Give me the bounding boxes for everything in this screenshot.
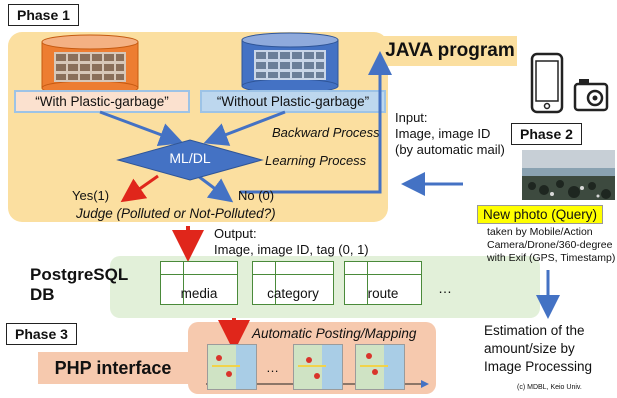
db-table-route-label: route xyxy=(367,285,399,301)
database-cylinder-icon xyxy=(241,32,339,94)
copyright-text: (c) MDBL, Keio Univ. xyxy=(517,384,582,391)
estimation-line3: Image Processing xyxy=(484,359,593,374)
without-to-ml-arrow xyxy=(203,110,286,146)
smartphone-icon xyxy=(530,52,564,114)
input-line1: Input: xyxy=(395,110,428,125)
action-camera-icon xyxy=(573,79,609,112)
yes-label: Yes(1) xyxy=(72,188,110,203)
map-thumbnail xyxy=(293,344,343,390)
input-line2: Image, image ID xyxy=(395,126,491,141)
with-to-ml-arrow xyxy=(99,110,184,146)
db-label-line1: PostgreSQL xyxy=(30,265,129,284)
db-label-line2: DB xyxy=(30,285,55,304)
php-interface-label: PHP interface xyxy=(38,352,188,384)
output-line1: Output: xyxy=(214,226,257,241)
db-table-media-label: media xyxy=(180,285,218,301)
phase3-badge: Phase 3 xyxy=(6,323,77,345)
map-thumbnail xyxy=(355,344,405,390)
auto-posting-label: Automatic Posting/Mapping xyxy=(252,326,417,341)
photo-desc-line3: with Exif (GPS, Timestamp) xyxy=(487,252,616,264)
ml-dl-label: ML/DL xyxy=(169,150,211,166)
photo-desc-line2: Camera/Drone/360-degree xyxy=(487,239,613,251)
db-label: PostgreSQL DB xyxy=(30,265,128,305)
db-table-route: route xyxy=(344,261,422,305)
photo-description: taken by Mobile/Action Camera/Drone/360-… xyxy=(487,226,615,265)
learning-process-label: Learning Process xyxy=(265,153,367,168)
phase1-badge: Phase 1 xyxy=(8,4,79,26)
estimation-line1: Estimation of the xyxy=(484,323,585,338)
db-table-category: category xyxy=(252,261,334,305)
estimation-line2: amount/size by xyxy=(484,341,575,356)
yes-arrow xyxy=(120,174,159,203)
estimation-text: Estimation of the amount/size by Image P… xyxy=(484,322,592,376)
map-ellipsis: … xyxy=(266,360,279,375)
output-text: Output: Image, image ID, tag (0, 1) xyxy=(214,226,369,258)
input-text: Input: Image, image ID (by automatic mai… xyxy=(395,110,505,158)
no-to-java-arrow xyxy=(240,51,392,194)
no-arrow xyxy=(197,174,234,203)
photo-desc-line1: taken by Mobile/Action xyxy=(487,226,593,238)
db-table-category-label: category xyxy=(267,285,319,301)
judge-label: Judge (Polluted or Not-Polluted?) xyxy=(76,206,276,221)
input-line3: (by automatic mail) xyxy=(395,142,505,157)
db-table-media: media xyxy=(160,261,238,305)
dataset-without-label: “Without Plastic-garbage” xyxy=(200,90,386,113)
phase2-badge: Phase 2 xyxy=(511,123,582,145)
output-line2: Image, image ID, tag (0, 1) xyxy=(214,242,369,257)
beach-photo xyxy=(522,150,615,200)
java-program-label: JAVA program xyxy=(383,36,517,66)
backward-process-label: Backward Process xyxy=(272,125,380,140)
ml-dl-diamond xyxy=(116,139,264,181)
map-thumbnail xyxy=(207,344,257,390)
db-more-ellipsis: … xyxy=(438,280,452,296)
new-photo-query-label: New photo (Query) xyxy=(477,205,604,224)
no-label: No (0) xyxy=(238,188,275,203)
